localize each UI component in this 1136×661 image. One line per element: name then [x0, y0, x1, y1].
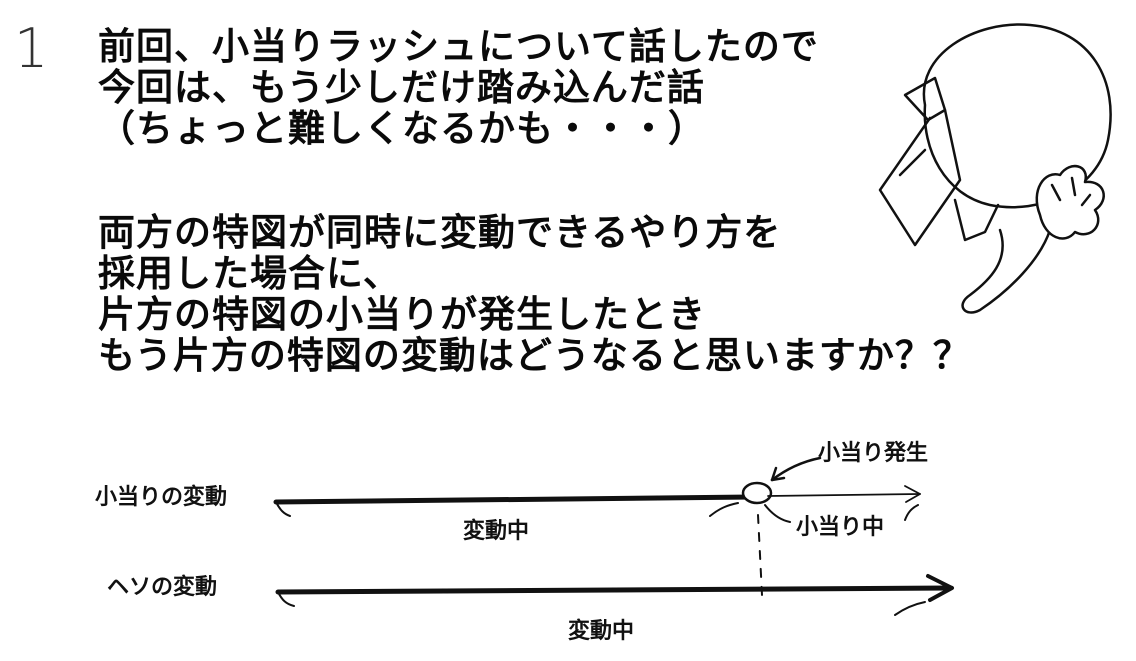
- bottom-row-arrowhead: [926, 574, 954, 602]
- character-head: [922, 23, 1112, 209]
- sync-dashed-line: [757, 514, 763, 596]
- top-row-start-tick: [275, 501, 291, 517]
- page-number: 1: [14, 17, 49, 80]
- bottom-row-varying-line: [275, 585, 953, 595]
- during-win-label: 小当り中: [796, 515, 885, 540]
- win-occurs-label: 小当り発生: [818, 441, 929, 466]
- during-win-arrow: [767, 493, 921, 497]
- question-line: 採用した場合に、: [98, 252, 401, 295]
- intro-line: （ちょっと難しくなるかも・・・）: [98, 107, 706, 150]
- top-row-varying-label: 変動中: [463, 519, 530, 544]
- top-row-varying-line: [273, 494, 755, 505]
- question-line: 片方の特図の小当りが発生したとき: [98, 293, 706, 336]
- question-line: 両方の特図が同時に変動できるやり方を: [98, 211, 782, 254]
- intro-line: 今回は、もう少しだけ踏み込んだ話: [98, 66, 705, 109]
- intro-text: 前回、小当りラッシュについて話したので 今回は、もう少しだけ踏み込んだ話 （ちょ…: [98, 26, 819, 149]
- bottom-row-label: ヘソの変動: [107, 575, 218, 600]
- question-text: 両方の特図が同時に変動できるやり方を 採用した場合に、 片方の特図の小当りが発生…: [98, 212, 971, 376]
- question-line: もう片方の特図の変動はどうなると思いますか？？: [98, 334, 971, 377]
- top-row-label: 小当りの変動: [95, 485, 228, 510]
- character-hand: [1035, 164, 1105, 240]
- intro-line: 前回、小当りラッシュについて話したので: [98, 25, 819, 68]
- win-pointer-arrow: [770, 456, 822, 482]
- bottom-row-varying-label: 変動中: [568, 619, 635, 644]
- win-marker: [741, 481, 773, 505]
- bottom-row-start-tick: [277, 591, 295, 607]
- character-arm: [961, 228, 1052, 314]
- character-ribbon: [878, 108, 962, 247]
